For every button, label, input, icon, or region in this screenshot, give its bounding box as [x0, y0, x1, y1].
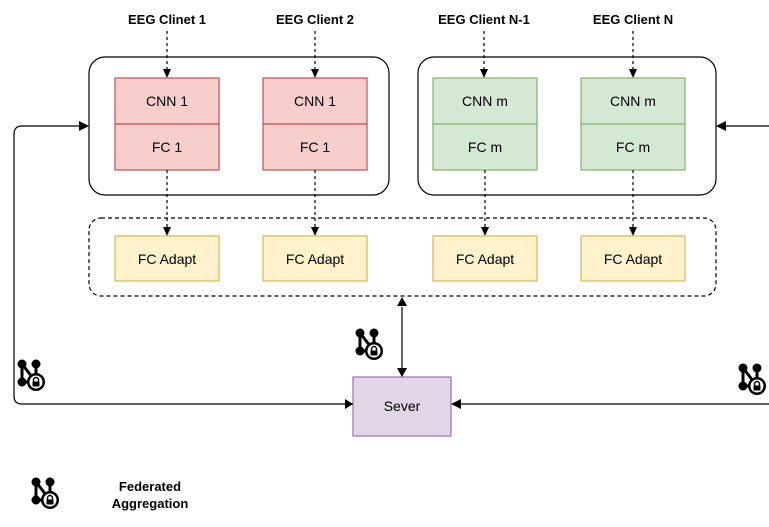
client-2-header: EEG Client 2	[276, 12, 354, 27]
cnn-box-1	[114, 77, 220, 125]
cnn-label-1: CNN 1	[146, 93, 188, 109]
fc-label-3: FC m	[468, 139, 502, 155]
server-box	[352, 376, 452, 437]
legend-line-1: Federated	[118, 479, 182, 494]
cnn-box-2	[262, 77, 368, 125]
fc-label-2: FC 1	[300, 139, 331, 155]
server-right-arrowhead	[451, 399, 461, 409]
server-label: Sever	[384, 398, 421, 414]
adapt-box-2	[262, 235, 368, 282]
cnn-box-3	[432, 77, 538, 125]
arrowhead-down	[397, 368, 407, 377]
legend-text: Federated Aggregation	[100, 478, 200, 512]
client-n-header: EEG Client N	[593, 12, 673, 27]
adapt-group	[88, 217, 717, 297]
cnn-label-2: CNN 1	[294, 93, 336, 109]
fc-box-4	[580, 123, 686, 171]
fc-box-2	[262, 123, 368, 171]
adapt-box-1	[114, 235, 220, 282]
fc-box-3	[432, 123, 538, 171]
client-1-header: EEG Clinet 1	[128, 12, 206, 27]
cnn-label-4: CNN m	[610, 93, 656, 109]
left-arrowhead	[79, 121, 89, 131]
arrowhead-up	[397, 297, 407, 306]
client-n-1-header: EEG Client N-1	[438, 12, 530, 27]
adapt-label-1: FC Adapt	[138, 251, 196, 267]
adapt-label-3: FC Adapt	[456, 251, 514, 267]
federated-aggregation-icon	[16, 358, 47, 393]
cnn-label-3: CNN m	[462, 93, 508, 109]
adapt-box-3	[432, 235, 538, 282]
legend-federated-aggregation-icon	[30, 476, 61, 511]
adapt-box-4	[580, 235, 686, 282]
adapt-label-2: FC Adapt	[286, 251, 344, 267]
federated-aggregation-icon	[354, 327, 385, 362]
fc-label-1: FC 1	[152, 139, 183, 155]
legend-line-2: Aggregation	[111, 496, 189, 511]
federated-aggregation-icon	[737, 362, 768, 397]
server-left-arrowhead	[345, 399, 353, 409]
cnn-box-4	[580, 77, 686, 125]
left-feedback-line	[13, 125, 353, 405]
right-arrowhead	[716, 121, 726, 131]
adapt-label-4: FC Adapt	[604, 251, 662, 267]
fc-label-4: FC m	[616, 139, 650, 155]
